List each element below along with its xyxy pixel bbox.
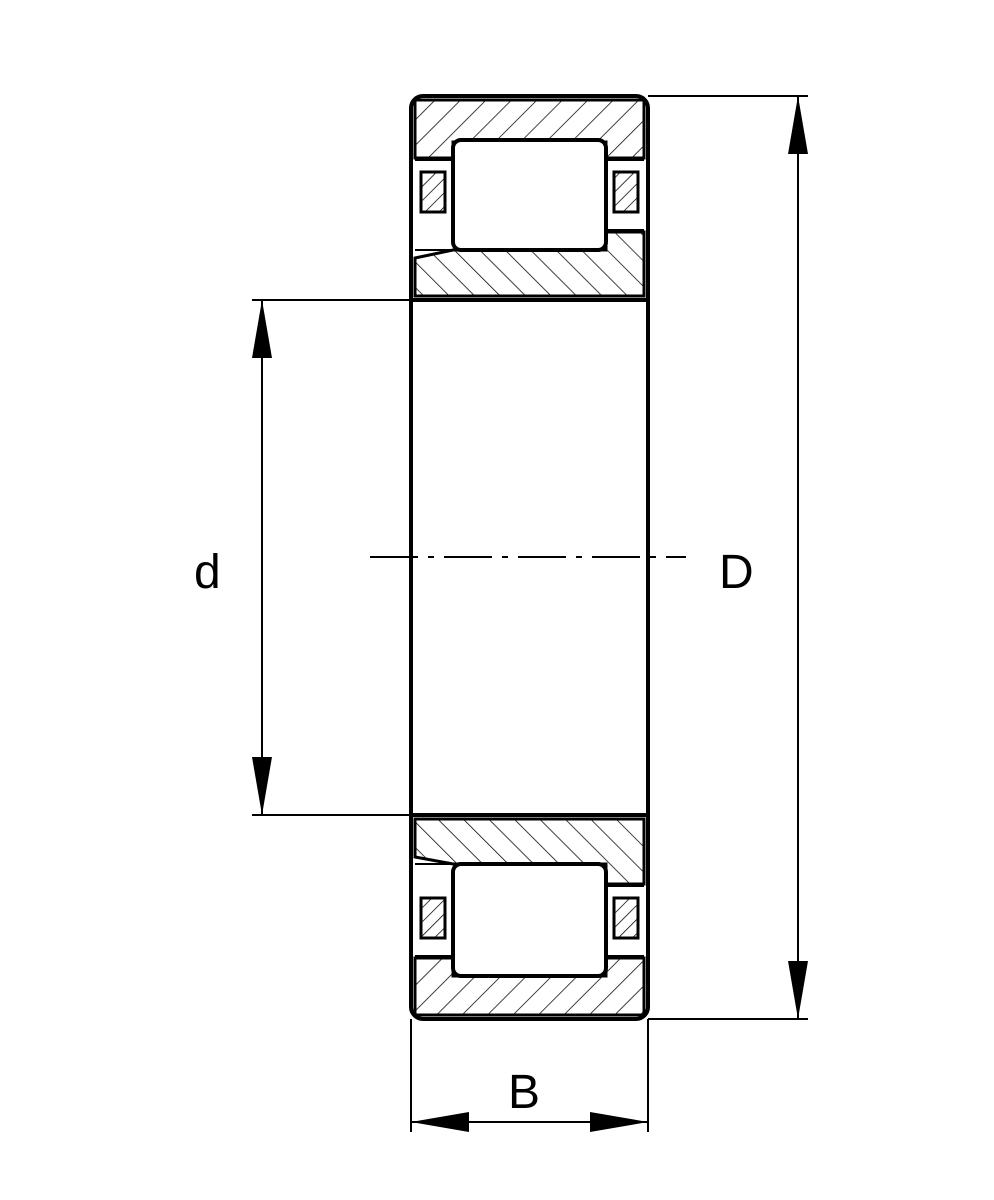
- width-label: B: [508, 1066, 540, 1119]
- roller-top: [451, 138, 608, 252]
- d-arrow-bottom: [252, 757, 272, 815]
- B-arrow-left: [411, 1112, 469, 1132]
- B-arrow-right: [590, 1112, 648, 1132]
- cage-left-top: [419, 170, 447, 214]
- bore-diameter-label: d: [194, 546, 221, 599]
- outer-diameter-label: D: [719, 546, 754, 599]
- cage-left-bottom: [419, 896, 447, 940]
- D-arrow-bottom: [788, 961, 808, 1019]
- cage-right-bottom: [612, 896, 640, 940]
- cage-right-top: [612, 170, 640, 214]
- roller-bottom: [451, 862, 608, 978]
- D-arrow-top: [788, 96, 808, 154]
- d-arrow-top: [252, 300, 272, 358]
